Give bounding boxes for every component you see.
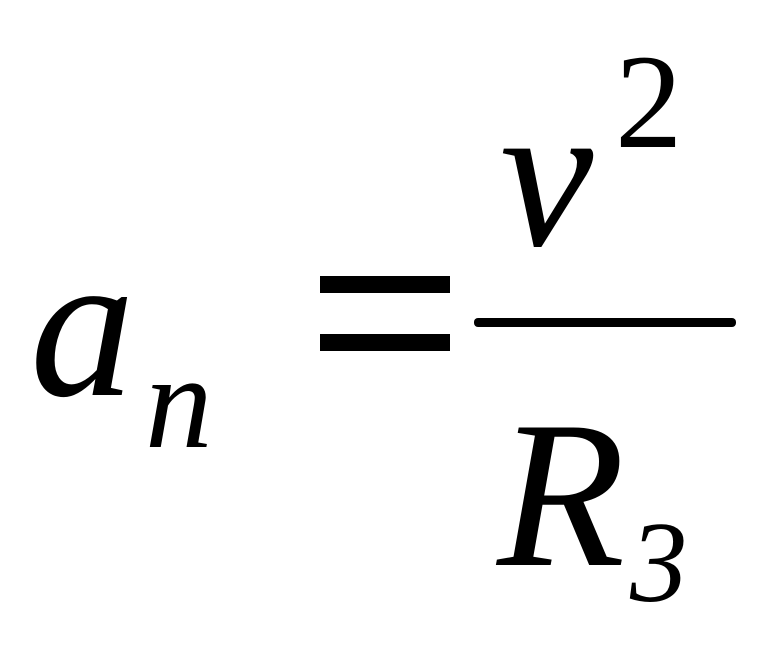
denominator-variable-r: R xyxy=(497,379,626,611)
numerator-variable-v: v xyxy=(500,59,594,291)
equals-bottom-bar xyxy=(320,334,450,351)
lhs-subscript-n: n xyxy=(145,328,213,477)
numerator-exponent: 2 xyxy=(615,28,683,177)
equals-sign xyxy=(320,276,450,351)
lhs-variable-a: a xyxy=(30,209,135,441)
equals-top-bar xyxy=(320,276,450,293)
fraction-bar xyxy=(474,318,736,327)
denominator-subscript: 3 xyxy=(630,499,688,626)
